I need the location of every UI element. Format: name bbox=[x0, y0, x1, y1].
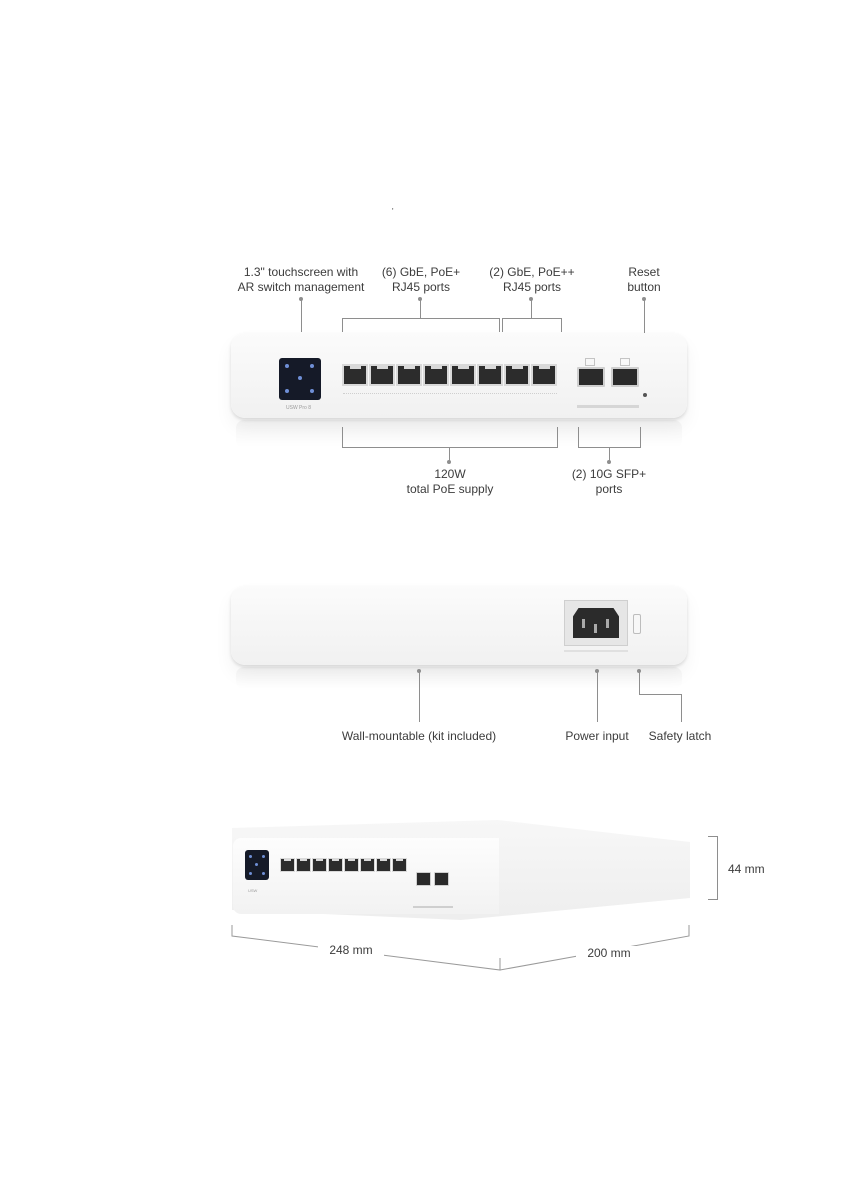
iso-rj45-port bbox=[392, 858, 407, 872]
width-dimension-label: 248 mm bbox=[318, 943, 384, 958]
rj45-port bbox=[342, 364, 368, 386]
sfp-port bbox=[577, 367, 605, 387]
poe-plus-bracket bbox=[342, 318, 500, 319]
poe-plusplus-bracket bbox=[502, 318, 562, 319]
iso-sfp-port bbox=[434, 872, 449, 886]
sfp-led bbox=[585, 358, 595, 366]
poe-supply-bracket bbox=[342, 447, 558, 448]
sfp-label-strip bbox=[577, 405, 639, 408]
iso-rj45-port bbox=[344, 858, 359, 872]
switch-isometric-front: USW bbox=[233, 838, 499, 914]
touchscreen-label: 1.3" touchscreen with AR switch manageme… bbox=[237, 265, 365, 294]
power-input-leader bbox=[597, 672, 598, 722]
sfp-port bbox=[611, 367, 639, 387]
rj45-port bbox=[369, 364, 395, 386]
sfp-led bbox=[620, 358, 630, 366]
reset-label: Reset button bbox=[627, 265, 661, 294]
wall-mount-leader bbox=[419, 672, 420, 722]
height-dimension bbox=[708, 836, 718, 837]
rj45-port bbox=[531, 364, 557, 386]
iso-rj45-port bbox=[296, 858, 311, 872]
iso-rj45-port bbox=[376, 858, 391, 872]
switch-rear-panel bbox=[231, 586, 687, 665]
gbe-poe-plus-label: (6) GbE, PoE+ RJ45 ports bbox=[381, 265, 461, 294]
iec-socket bbox=[573, 608, 619, 638]
port-number-strip bbox=[343, 393, 557, 396]
gbe-poe-plusplus-label: (2) GbE, PoE++ RJ45 ports bbox=[489, 265, 575, 294]
rj45-port bbox=[450, 364, 476, 386]
iso-sfp-port bbox=[416, 872, 431, 886]
rating-label bbox=[564, 650, 628, 652]
iso-touchscreen bbox=[245, 850, 269, 880]
rj45-port bbox=[396, 364, 422, 386]
wall-mount-label: Wall-mountable (kit included) bbox=[341, 729, 497, 743]
safety-latch bbox=[633, 614, 641, 634]
touchscreen-display bbox=[279, 358, 321, 400]
touchscreen-leader bbox=[301, 300, 302, 332]
rj45-port bbox=[477, 364, 503, 386]
iso-rj45-port bbox=[280, 858, 295, 872]
touchscreen-leader-dot bbox=[299, 297, 303, 301]
iso-rj45-port bbox=[360, 858, 375, 872]
safety-latch-label: Safety latch bbox=[648, 729, 712, 743]
rj45-port bbox=[423, 364, 449, 386]
reset-button bbox=[643, 393, 647, 397]
iso-rj45-port bbox=[328, 858, 343, 872]
rj45-port bbox=[504, 364, 530, 386]
poe-supply-label: 120W total PoE supply bbox=[406, 467, 494, 496]
stray-mark: ' bbox=[392, 207, 394, 216]
depth-dimension-label: 200 mm bbox=[576, 946, 642, 961]
switch-front-panel: USW Pro 8 bbox=[231, 333, 687, 418]
device-brand: USW Pro 8 bbox=[286, 405, 312, 411]
iso-rj45-port bbox=[312, 858, 327, 872]
safety-latch-leader bbox=[639, 672, 640, 694]
height-dimension-label: 44 mm bbox=[728, 862, 765, 876]
sfp-label: (2) 10G SFP+ ports bbox=[571, 467, 647, 496]
power-inlet bbox=[564, 600, 628, 646]
power-input-label: Power input bbox=[565, 729, 629, 743]
